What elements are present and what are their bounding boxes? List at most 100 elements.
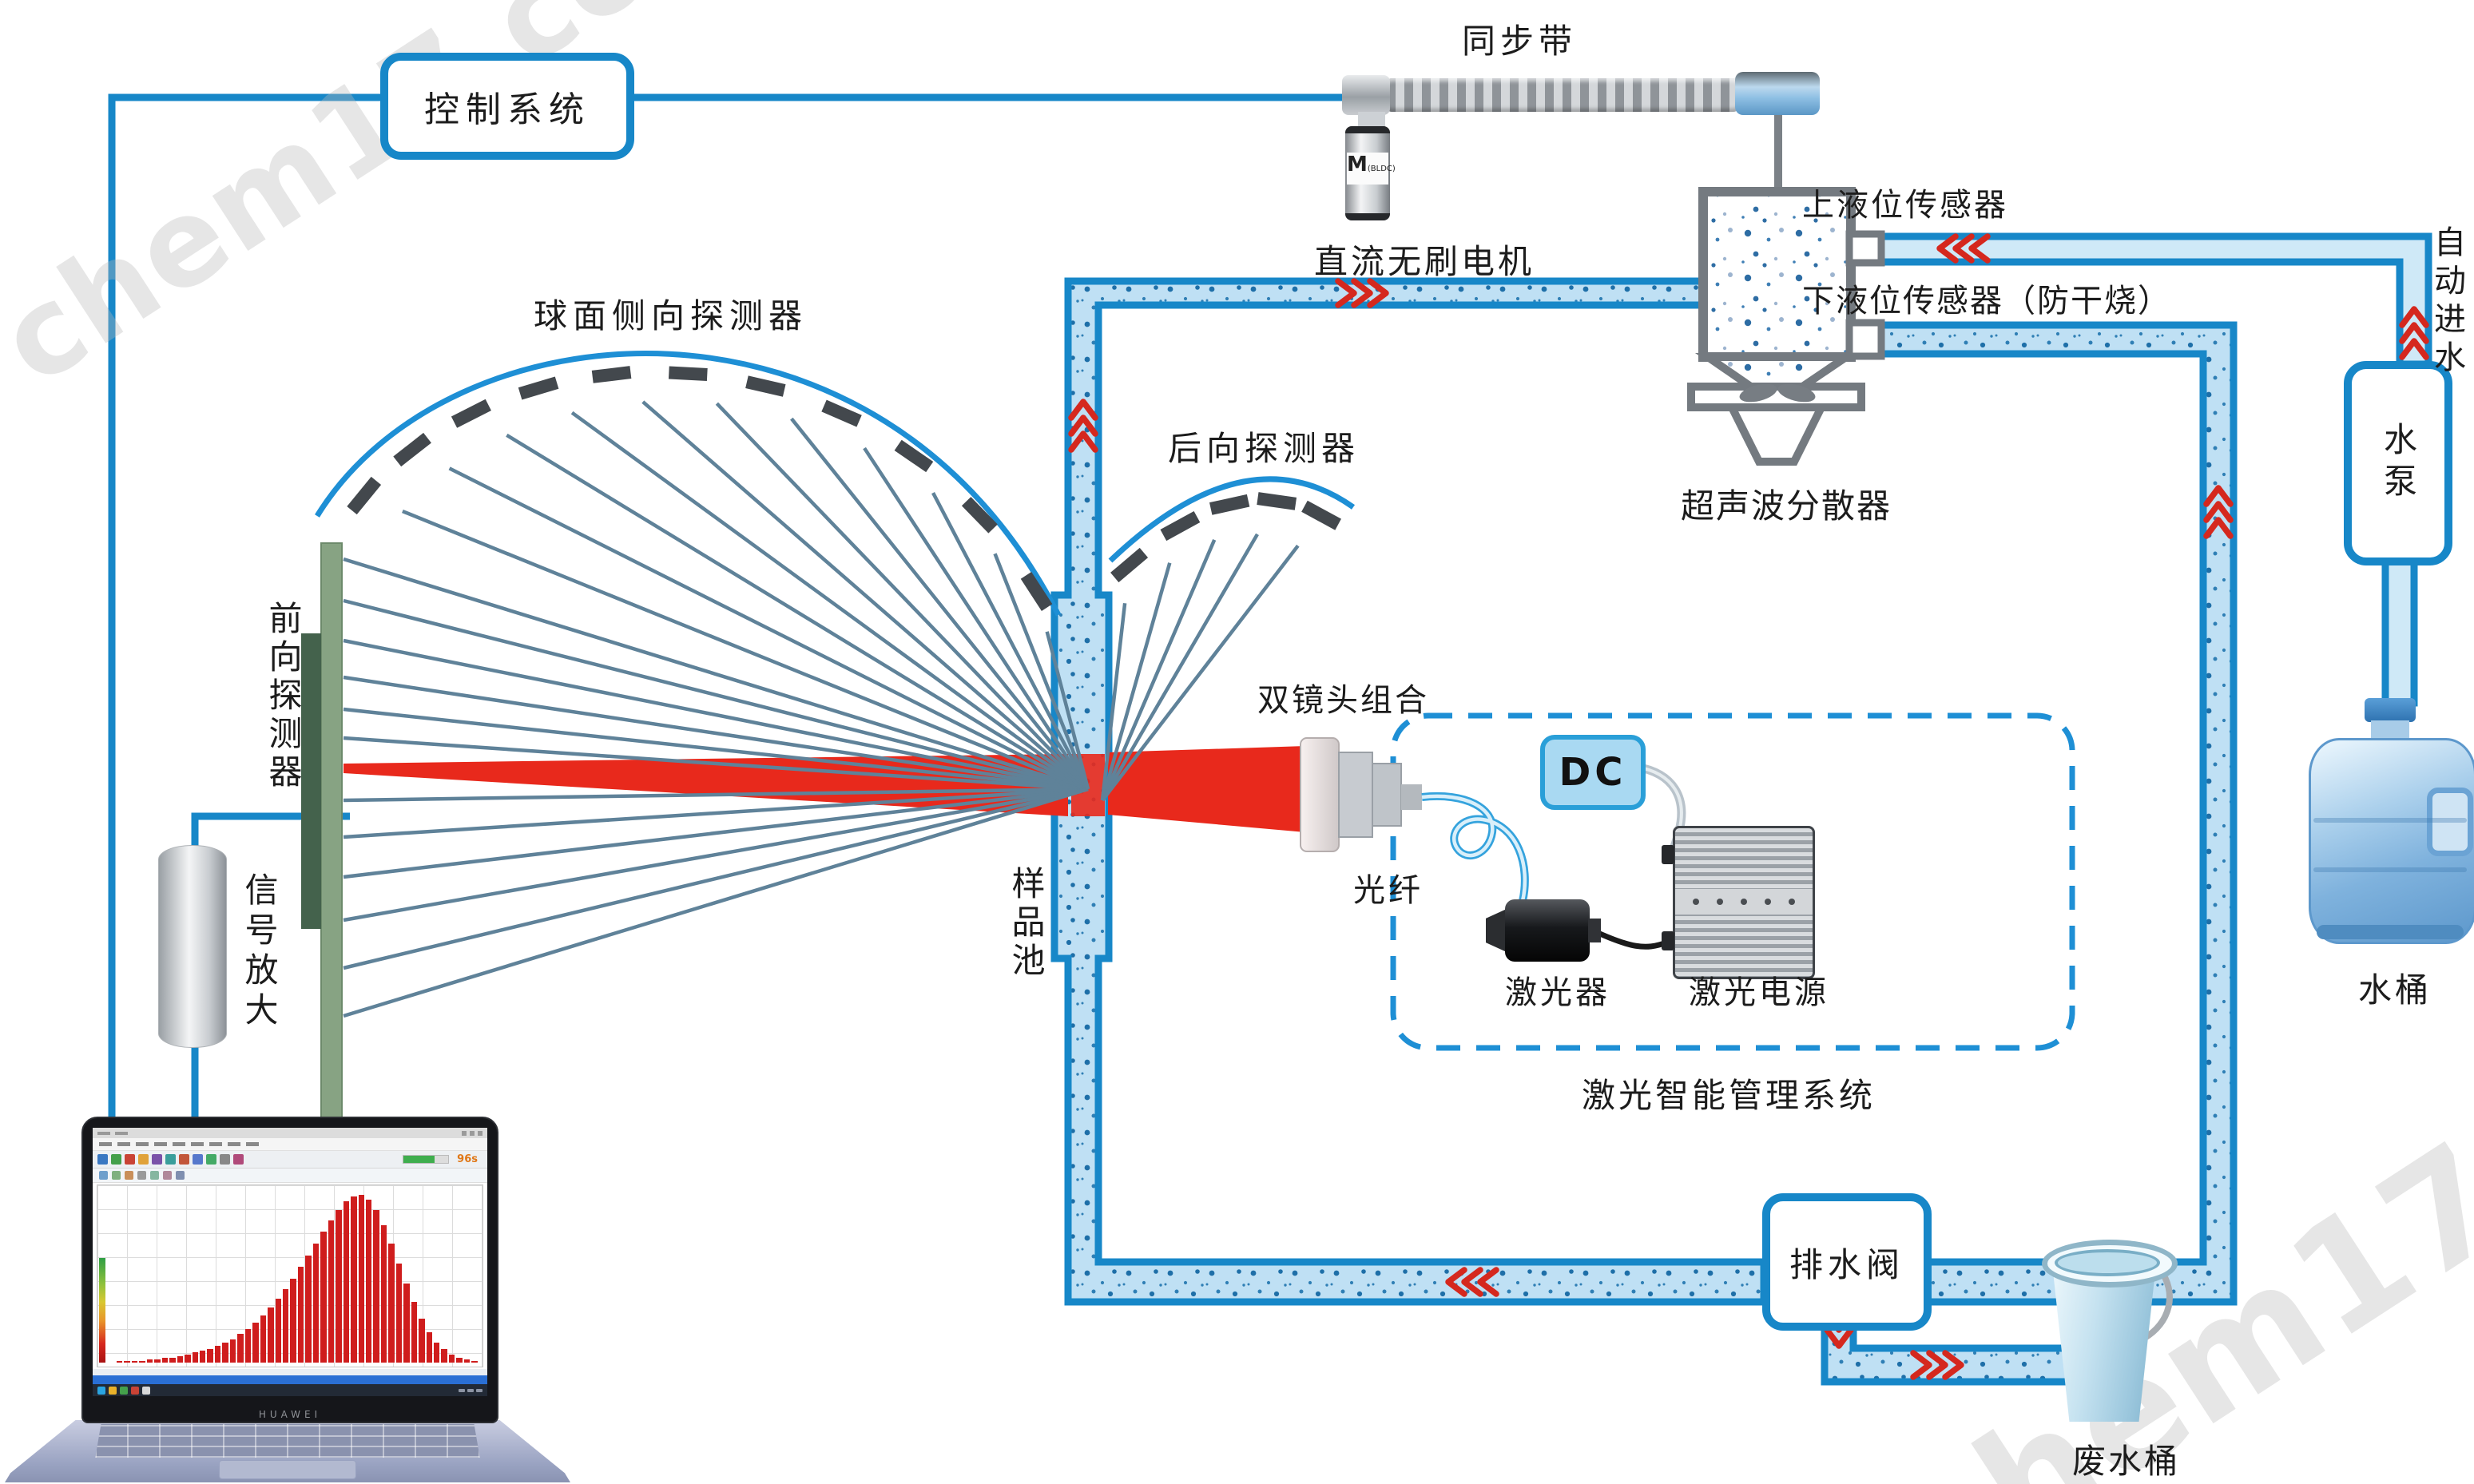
- histogram-bar: [139, 1360, 145, 1363]
- upper-level-sensor-label: 上液位传感器: [1802, 187, 2008, 224]
- back-detector-arc: [1108, 476, 1356, 563]
- waste-bucket: [2042, 1212, 2178, 1426]
- histogram-bar: [177, 1355, 184, 1363]
- bucket-rim-inner: [2055, 1249, 2160, 1276]
- drain-valve-label: 排水阀: [1789, 1244, 1904, 1284]
- water-bottle: [2309, 698, 2474, 952]
- histogram-bar: [448, 1354, 455, 1363]
- laser-device: [1505, 899, 1590, 962]
- upper-level-sensor-stub: [1845, 230, 1885, 267]
- bottle-waist-line: [2313, 867, 2467, 872]
- histogram-bar: [207, 1349, 213, 1363]
- motor-neck: [1358, 112, 1385, 128]
- histogram-bar: [117, 1360, 123, 1363]
- histogram-bar: [419, 1319, 425, 1363]
- measure-progress-bar: [403, 1155, 450, 1164]
- dc-motor-label: 直流无刷电机: [1314, 242, 1535, 281]
- histogram-bar: [244, 1329, 252, 1363]
- histogram-bars: [117, 1190, 478, 1363]
- propeller-blade: [1777, 383, 1816, 403]
- motor-pulley: [1342, 75, 1390, 115]
- histogram-bar: [268, 1307, 274, 1363]
- laser-management-dashed-box: [1390, 712, 2075, 1051]
- synchronous-belt: [1387, 78, 1738, 112]
- histogram-bar: [463, 1359, 471, 1363]
- dc-label: DC: [1559, 750, 1627, 795]
- side-detector-label: 球面侧向探测器: [534, 296, 808, 335]
- histogram-bar: [441, 1349, 447, 1363]
- flow-arrow: [1068, 399, 1098, 453]
- distribution-chart: [97, 1184, 483, 1367]
- histogram-bar: [365, 1200, 372, 1363]
- histogram-bar: [124, 1360, 130, 1363]
- os-taskbar: [93, 1384, 487, 1396]
- bottle-neck: [2371, 720, 2409, 741]
- side-detector-arc: [315, 351, 1062, 617]
- laptop-keyboard: [95, 1424, 480, 1458]
- histogram-bar: [328, 1220, 335, 1363]
- histogram-bar: [411, 1302, 418, 1363]
- bucket-body: [2051, 1262, 2157, 1422]
- software-toolbar-main: 96s: [93, 1151, 487, 1169]
- histogram-bar: [373, 1209, 379, 1363]
- scattered-light-rays: [343, 400, 1300, 1018]
- histogram-bar: [471, 1360, 478, 1363]
- histogram-bar: [229, 1339, 236, 1363]
- ultrasonic-disperser: [1687, 113, 1885, 466]
- cell-loop-pipe: [1050, 277, 1768, 1306]
- motor-m-label: M: [1347, 153, 1368, 177]
- auto-inlet-label: 自动进水: [2428, 225, 2465, 379]
- histogram-bar: [305, 1255, 312, 1363]
- software-status-strip: [93, 1369, 487, 1375]
- histogram-bar: [336, 1209, 342, 1363]
- histogram-bar: [358, 1195, 364, 1363]
- propeller-blade: [1739, 383, 1777, 403]
- histogram-bar: [131, 1360, 138, 1363]
- histogram-bar: [434, 1342, 440, 1363]
- water-pump-box: 水泵: [2344, 361, 2452, 565]
- window-controls: [462, 1130, 482, 1136]
- lower-level-sensor-label: 下液位传感器（防干烧）: [1802, 283, 2171, 319]
- laser-label: 激光器: [1505, 974, 1610, 1011]
- color-scale-strip: [99, 1257, 105, 1363]
- front-detector-label: 前向探测器: [264, 601, 303, 792]
- histogram-bar: [290, 1279, 296, 1363]
- laser-power-supply: [1673, 826, 1815, 979]
- histogram-bar: [380, 1224, 387, 1363]
- histogram-bar: [312, 1243, 320, 1363]
- fiber-label: 光纤: [1353, 872, 1424, 909]
- lower-level-sensor-stub: [1845, 319, 1885, 360]
- histogram-bar: [343, 1201, 350, 1363]
- sync-belt-label: 同步带: [1462, 22, 1578, 61]
- flow-arrow: [1335, 278, 1389, 308]
- histogram-bar: [395, 1264, 403, 1363]
- bottle-base: [2317, 925, 2464, 939]
- histogram-bar: [351, 1196, 357, 1363]
- laptop-screen: 96s HUAWEI: [81, 1117, 498, 1423]
- histogram-bar: [456, 1357, 463, 1363]
- histogram-bar: [426, 1332, 433, 1363]
- taskbar-tray: [459, 1388, 482, 1392]
- laptop-brand: HUAWEI: [258, 1409, 322, 1420]
- disperser-label: 超声波分散器: [1681, 486, 1892, 526]
- histogram-bar: [199, 1351, 206, 1363]
- laser-power-label: 激光电源: [1689, 974, 1829, 1011]
- motor-m-sub-label: (BLDC): [1367, 165, 1396, 173]
- dual-lens-assembly: [1300, 737, 1422, 852]
- software-title-bar: [93, 1128, 487, 1138]
- bottle-waist-line: [2313, 818, 2467, 823]
- flow-arrow: [2203, 485, 2234, 539]
- histogram-bar: [237, 1334, 244, 1363]
- control-system-box: 控制系统: [380, 53, 634, 160]
- software-menu-bar: [93, 1138, 487, 1151]
- histogram-bar: [154, 1359, 161, 1363]
- psu-connector-top: [1662, 845, 1674, 864]
- drain-valve-box: 排水阀: [1762, 1193, 1932, 1331]
- laptop-base: [5, 1420, 570, 1482]
- histogram-bar: [252, 1322, 259, 1363]
- dc-brushless-motor: M(BLDC): [1345, 126, 1396, 220]
- control-system-label: 控制系统: [424, 89, 590, 130]
- sample-cell-label: 样品池: [1007, 866, 1046, 981]
